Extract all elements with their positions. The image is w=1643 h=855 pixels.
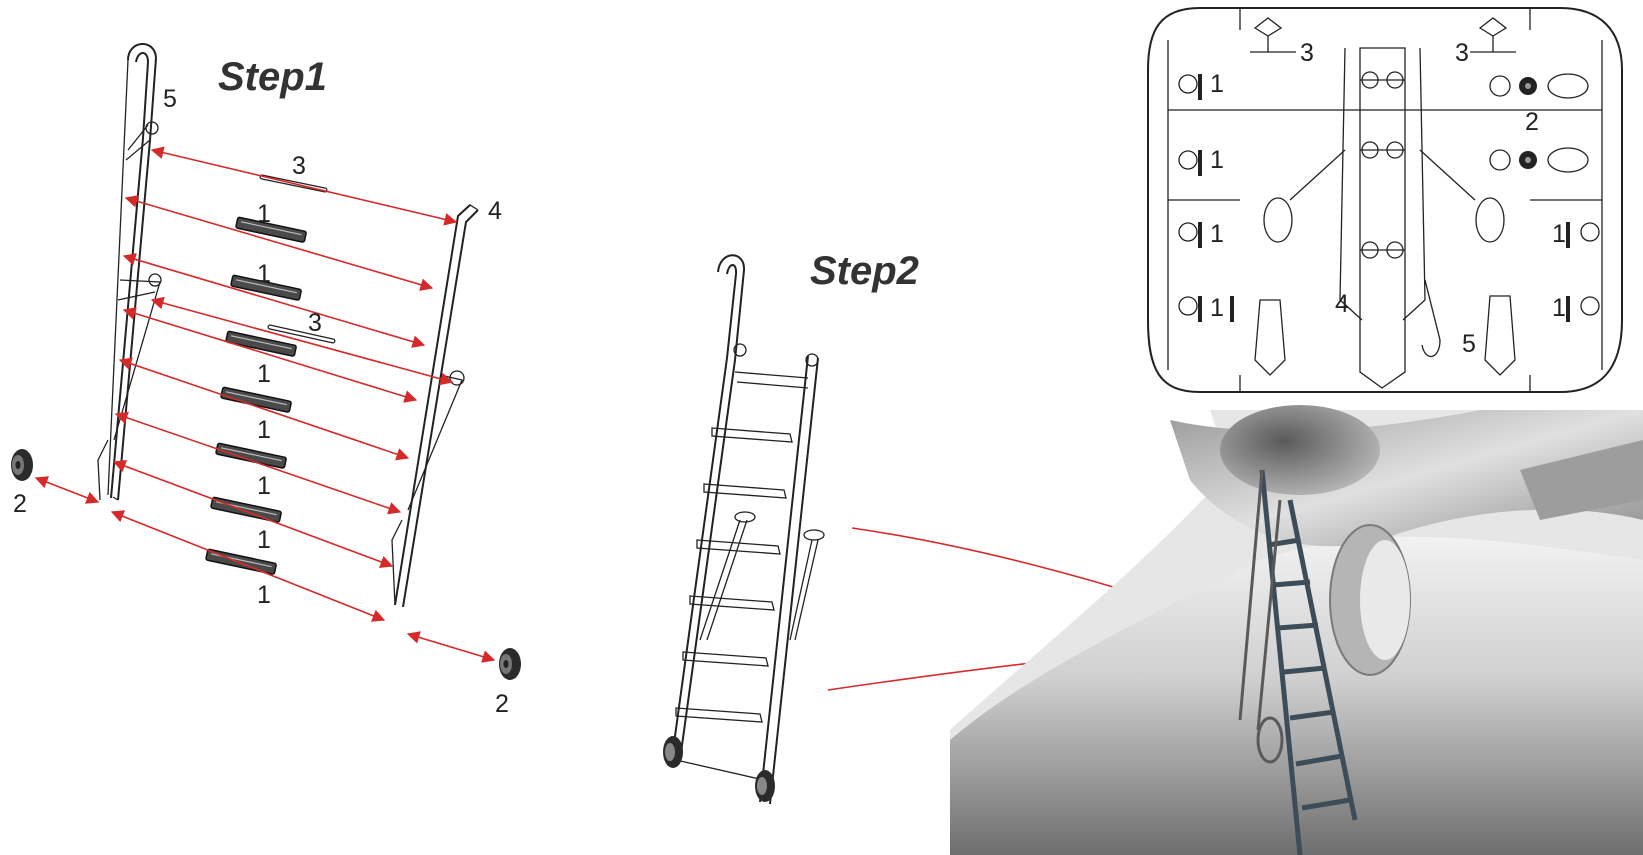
callout-wheel-left: 2 <box>13 490 27 518</box>
callout-pin-mid: 3 <box>308 309 322 337</box>
sprue-callout-part4: 4 <box>1335 290 1349 318</box>
step1-exploded-view: Step1 <box>11 43 521 718</box>
sprue-callout-rung: 1 <box>1210 146 1224 174</box>
sprue-callout-rung: 1 <box>1210 294 1224 322</box>
sprue-callout-rung: 1 <box>1210 70 1224 98</box>
sprue-frame-icon: 3 3 1 1 1 1 2 1 1 4 5 <box>1147 7 1623 393</box>
sprue-callout-rung: 1 <box>1552 294 1566 322</box>
callout-rung: 1 <box>257 260 271 288</box>
right-rail-part4 <box>391 204 479 608</box>
sprue-callout-rung: 1 <box>1552 220 1566 248</box>
callout-rung: 1 <box>257 581 271 609</box>
callout-part4: 4 <box>488 197 502 225</box>
sprue-callout-part5: 5 <box>1462 330 1476 358</box>
callout-rung: 1 <box>257 526 271 554</box>
sprue-callout-pin-left: 3 <box>1300 39 1314 67</box>
sprue-callout-pin-right: 3 <box>1455 39 1469 67</box>
sprue-callout-rung: 1 <box>1210 220 1224 248</box>
callout-rung: 1 <box>257 472 271 500</box>
step2-assembled-view: Step2 <box>663 249 1211 805</box>
wheel-icon <box>11 449 33 481</box>
pins-part3 <box>259 174 336 344</box>
left-rail-part5 <box>97 43 162 501</box>
callout-pin-top: 3 <box>292 152 306 180</box>
arrow-icon <box>34 146 496 663</box>
aircraft-render <box>950 405 1643 855</box>
sprue-callout-wheel: 2 <box>1525 108 1539 136</box>
step2-title: Step2 <box>810 249 919 293</box>
callout-rung: 1 <box>257 200 271 228</box>
ladder-icon <box>663 254 825 805</box>
callout-rung: 1 <box>257 360 271 388</box>
callout-wheel-right: 2 <box>495 690 509 718</box>
step1-title: Step1 <box>218 55 327 99</box>
callout-part5: 5 <box>163 85 177 113</box>
wheel-icon <box>499 648 521 680</box>
callout-rung: 1 <box>257 416 271 444</box>
